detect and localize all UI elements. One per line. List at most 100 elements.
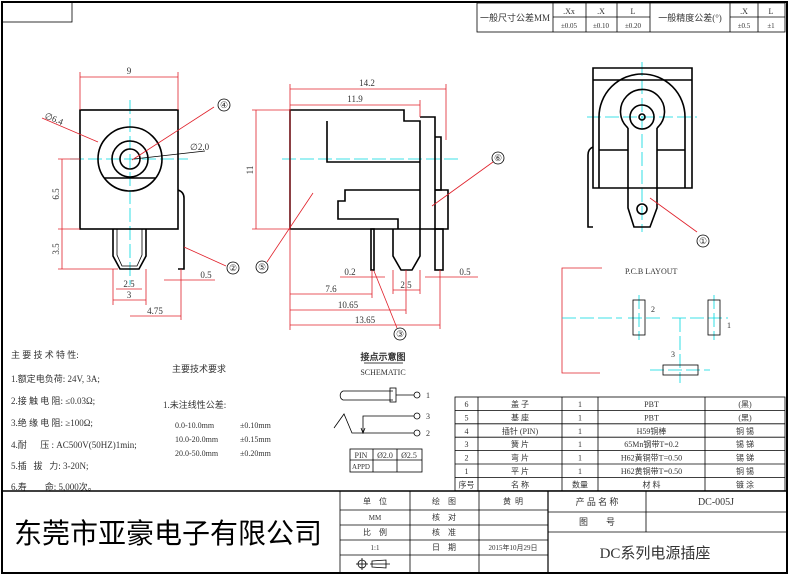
bom-row-cell: 簧 片 [511, 439, 529, 449]
spec-item: 1.额定电负荷: 24V, 3A; [11, 373, 100, 384]
bom-row-cell: 平 片 [511, 466, 529, 476]
bom-row-cell: (黑) [738, 400, 752, 409]
pad-2-label: 2 [651, 305, 655, 314]
bom-row-cell: H62黄铜带T=0.50 [621, 453, 682, 463]
tol-col: .X [740, 7, 748, 16]
dim-pin-width2: 3 [127, 290, 132, 300]
pad-2 [632, 299, 646, 336]
dim-body: 11.9 [347, 94, 363, 104]
terminal-3-label: 3 [426, 412, 430, 421]
specs: 主 要 技 术 特 性: 1.额定电负荷: 24V, 3A; 2.接 触 电 阻… [11, 349, 272, 492]
drawing-title: DC系列电源插座 [600, 545, 711, 562]
callout-6: ⑥ [494, 153, 502, 163]
bom-header-cell: 镀 涂 [736, 479, 754, 489]
tol-val: ±0.10 [593, 22, 610, 30]
bom-row-cell: 1 [578, 427, 582, 436]
pin-table-header: Ø2.5 [401, 451, 417, 460]
spec-item: 4.耐 压 : AC500V(50HZ)1min; [11, 439, 137, 450]
pad-3-label: 3 [671, 350, 675, 359]
unit-label: 单 位 [363, 496, 387, 506]
bom-row-cell: 基 座 [511, 412, 529, 422]
tol-col: L [631, 7, 636, 16]
tol-val: ±0.20 [625, 22, 642, 30]
tol-value: ±0.20mm [240, 449, 272, 458]
pcb-layout-title: P.C.B LAYOUT [625, 267, 677, 276]
spec-item: 5.插 拔 力: 3-20N; [11, 460, 89, 471]
tol-val: ±0.05 [561, 22, 578, 30]
general-dim-tolerance-label: 一般尺寸公差MM [480, 12, 550, 23]
tol-range: 0.0-10.0mm [175, 421, 215, 430]
pad-1-label: 1 [727, 321, 731, 330]
dim-tab: 0.5 [200, 270, 212, 280]
tolerance-table: 一般尺寸公差MM .Xx .X L ±0.05 ±0.10 ±0.20 一般精度… [476, 2, 786, 33]
approved-label: 核 准 [432, 527, 456, 537]
back-view: ① [587, 62, 710, 248]
bom-row-cell: 1 [465, 467, 469, 476]
pad-1 [707, 299, 721, 336]
bom-row-cell: 5 [465, 413, 469, 422]
dim-total: 14.2 [359, 78, 375, 88]
drawn-label: 绘 图 [432, 496, 456, 506]
dim-tab: 0.5 [459, 267, 471, 277]
tol-val: ±1 [767, 22, 775, 30]
tol-col: L [769, 7, 774, 16]
callout-2: ② [229, 263, 237, 273]
dim-d3: 13.65 [355, 315, 376, 325]
dim-pin-thickness: 0.2 [344, 267, 355, 277]
checked-label: 核 对 [432, 512, 456, 522]
bom-header-cell: 序号 [459, 479, 475, 489]
terminal-1-label: 1 [426, 391, 430, 400]
schematic-title-cn: 接点示意图 [360, 351, 405, 362]
bom-row-cell: 1 [578, 440, 582, 449]
angle-tolerance-label: 一般精度公差(°) [658, 12, 722, 23]
bom-row-cell: 3 [465, 440, 469, 449]
dim-outer-dia: ∅6.4 [43, 111, 65, 128]
spec-item: 6.寿 命: 5,000次。 [11, 481, 97, 492]
scale-label: 比 例 [363, 527, 387, 537]
bom-row-cell: H62黄铜带T=0.50 [621, 466, 682, 476]
bom-header-cell: 名 称 [511, 479, 529, 489]
bom-row-cell: 4 [465, 427, 469, 436]
tol-val: ±0.5 [738, 22, 751, 30]
bom-row-cell: (黑) [738, 413, 752, 422]
callout-5: ⑤ [258, 262, 266, 272]
dim-h1: 6.5 [51, 188, 61, 200]
dim-height: 11 [245, 166, 255, 175]
requirements-item: 1.未注线性公差: [163, 399, 226, 410]
spec-item: 2.接 触 电 阻: ≤0.03Ω; [11, 395, 95, 406]
company-name: 东莞市亚豪电子有限公司 [14, 518, 322, 550]
dim-offset: 4.75 [147, 306, 163, 316]
corner-box [1, 1, 73, 23]
pin-table-header: PIN [355, 451, 368, 460]
bom-row-cell: 1 [578, 400, 582, 409]
terminal-2-label: 2 [426, 429, 430, 438]
product-name-value: DC-005J [698, 497, 734, 508]
bom-row-cell: 盖 子 [511, 399, 529, 409]
date-label: 日 期 [432, 543, 456, 552]
bom-row-cell: 1 [578, 467, 582, 476]
dim-width: 9 [127, 66, 132, 76]
tol-col: .Xx [563, 7, 575, 16]
tol-value: ±0.10mm [240, 421, 272, 430]
bom-row-cell: 插针 (PIN) [502, 426, 539, 436]
bom-row-cell: 弯 片 [511, 453, 529, 463]
bom-row-cell: 1 [578, 454, 582, 463]
requirements-heading: 主要技术要求 [172, 363, 226, 374]
callout-1: ① [699, 236, 707, 246]
tol-range: 10.0-20.0mm [175, 435, 219, 444]
specs-heading: 主 要 技 术 特 性: [11, 349, 79, 360]
bom-row-cell: 铜 锡 [736, 426, 754, 436]
schematic: 接点示意图 SCHEMATIC 1 2 3 PIN Ø2.0 Ø2.5 APPD [333, 351, 430, 473]
spec-item: 3.绝 缘 电 阻: ≥100Ω; [11, 417, 93, 428]
pin-table-header: Ø2.0 [377, 451, 393, 460]
product-name-label: 产 品 名 称 [576, 496, 619, 507]
schematic-title-en: SCHEMATIC [360, 368, 405, 377]
front-view: 9 6.5 3.5 2.5 3 4.75 0.5 ∅6.4 ∅2.0 ④ ② [41, 66, 240, 320]
side-view: 14.2 11.9 11 0.2 0.5 2.5 7.6 10.65 13.65… [245, 78, 505, 341]
bom-row-cell: 65Mn钢带T=0.2 [624, 439, 679, 449]
title-block: 东莞市亚豪电子有限公司 单 位 MM 比 例 1:1 绘 图 核 对 核 准 日… [2, 490, 787, 573]
scale-value: 1:1 [371, 544, 380, 552]
pin-table-row-label: APPD [352, 463, 370, 471]
tol-value: ±0.15mm [240, 435, 272, 444]
